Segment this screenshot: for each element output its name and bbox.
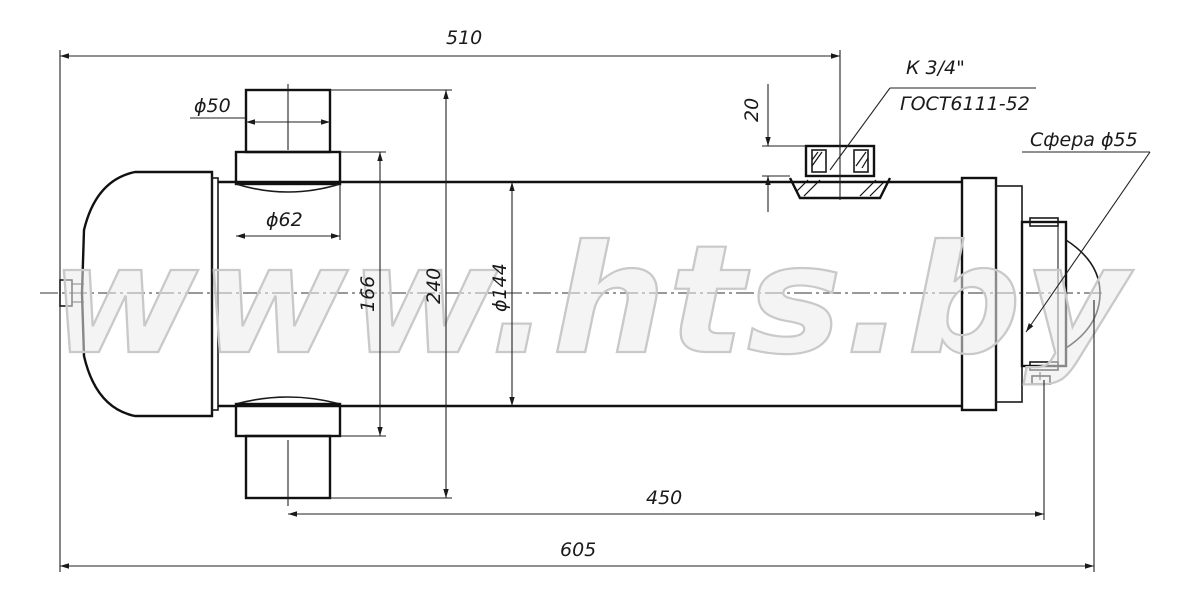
- leader-sphere: Сфера ϕ55: [1022, 129, 1151, 333]
- dim-166-label: 166: [357, 276, 379, 312]
- dim-20-label: 20: [741, 98, 763, 122]
- dim-phi144-label: ϕ144: [489, 263, 511, 312]
- dim-450-label: 450: [646, 487, 682, 509]
- dim-240-label: 240: [423, 268, 445, 304]
- left-end-cap: [59, 170, 219, 418]
- dim-605: 605: [59, 300, 1095, 572]
- dim-450: 450: [288, 380, 1045, 520]
- rod-end: [1020, 217, 1101, 385]
- sphere-label: Сфера ϕ55: [1030, 129, 1138, 151]
- dim-phi144: ϕ144: [489, 182, 515, 406]
- leader-thread: К 3/4" ГОСТ6111-52: [829, 57, 1036, 171]
- dim-phi50: ϕ50: [190, 95, 330, 125]
- cylinder-tube: [218, 180, 962, 408]
- watermark: www.hts.by: [50, 214, 1134, 388]
- lower-port: [234, 396, 342, 506]
- dim-510-label: 510: [446, 27, 482, 49]
- dim-phi62-label: ϕ62: [266, 209, 303, 231]
- dim-phi50-label: ϕ50: [194, 95, 231, 117]
- dim-166: 166: [340, 151, 386, 437]
- upper-port: [234, 84, 342, 193]
- dim-510: 510: [59, 27, 841, 290]
- dim-605-label: 605: [560, 539, 596, 561]
- dim-20: 20: [741, 84, 806, 212]
- thread-label: К 3/4": [906, 57, 965, 79]
- standard-label: ГОСТ6111-52: [900, 93, 1030, 115]
- dim-phi62: ϕ62: [236, 184, 341, 240]
- dim-240: 240: [330, 89, 452, 499]
- fitting: [788, 140, 892, 200]
